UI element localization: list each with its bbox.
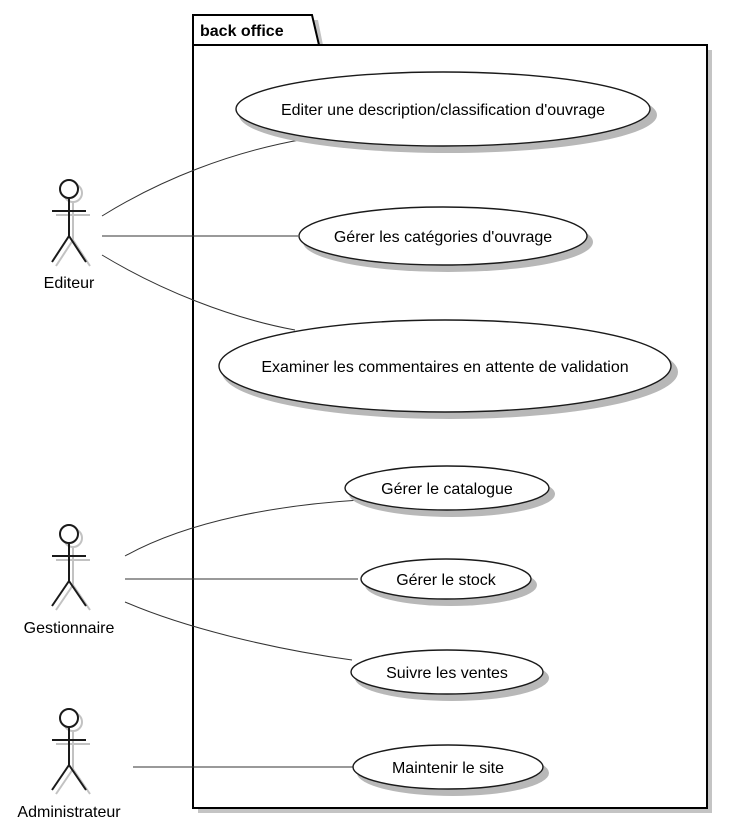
package-label: back office	[200, 23, 284, 40]
use-case-examiner-commentaires: Examiner les commentaires en attente de …	[218, 319, 678, 419]
use-case-gerer-stock: Gérer le stock	[360, 558, 537, 606]
actor-label: Administrateur	[17, 804, 121, 821]
actor-editeur: Editeur	[44, 179, 95, 292]
association-editeur-uc1	[101, 138, 306, 217]
associations	[101, 138, 361, 768]
stick-figure-icon	[51, 708, 91, 795]
back-office-package: back office	[192, 14, 712, 813]
actor-label: Editeur	[44, 275, 95, 292]
use-case-gerer-catalogue: Gérer le catalogue	[344, 465, 555, 517]
use-case-label: Gérer le stock	[396, 572, 497, 589]
use-case-label: Gérer le catalogue	[381, 481, 513, 498]
use-case-label: Examiner les commentaires en attente de …	[261, 359, 628, 376]
actor-label: Gestionnaire	[24, 620, 115, 637]
association-gestionnaire-uc4	[124, 499, 361, 557]
stick-figure-icon	[51, 524, 91, 611]
association-gestionnaire-uc6	[124, 601, 353, 661]
use-case-suivre-ventes: Suivre les ventes	[350, 649, 549, 701]
use-case-label: Maintenir le site	[392, 760, 504, 777]
use-case-label: Suivre les ventes	[386, 665, 508, 682]
use-case-maintenir-site: Maintenir le site	[352, 744, 549, 796]
actor-administrateur: Administrateur	[17, 708, 121, 821]
stick-figure-icon	[51, 179, 91, 267]
use-case-gerer-categories: Gérer les catégories d'ouvrage	[298, 206, 593, 272]
use-case-label: Gérer les catégories d'ouvrage	[334, 229, 552, 246]
use-case-editer-description: Editer une description/classification d'…	[235, 71, 657, 153]
actor-gestionnaire: Gestionnaire	[24, 524, 115, 637]
association-editeur-uc3	[101, 254, 296, 331]
use-case-label: Editer une description/classification d'…	[281, 102, 605, 119]
